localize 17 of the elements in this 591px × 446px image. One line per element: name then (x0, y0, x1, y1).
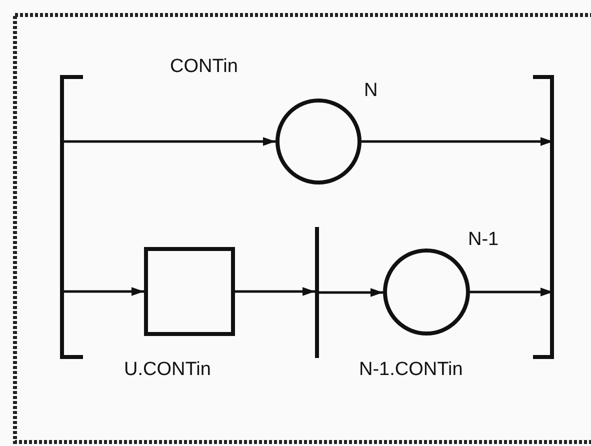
node-caption: N (364, 81, 378, 100)
arrow (61, 287, 144, 296)
node-caption: U.CONTin (124, 360, 211, 379)
square-node (144, 247, 235, 336)
arrow (235, 287, 315, 296)
circle-node (275, 98, 362, 185)
arrow (470, 288, 553, 296)
arrow (61, 137, 276, 146)
arrow (319, 288, 383, 297)
arrow (362, 137, 553, 146)
circle-node (381, 248, 472, 336)
right-bracket (531, 75, 557, 359)
left-bracket (57, 75, 83, 359)
node-caption: N-1 (468, 230, 499, 249)
branch-label: CONTin (170, 57, 238, 76)
vertical-bar (313, 227, 321, 358)
node-caption: N-1.CONTin (359, 360, 463, 379)
